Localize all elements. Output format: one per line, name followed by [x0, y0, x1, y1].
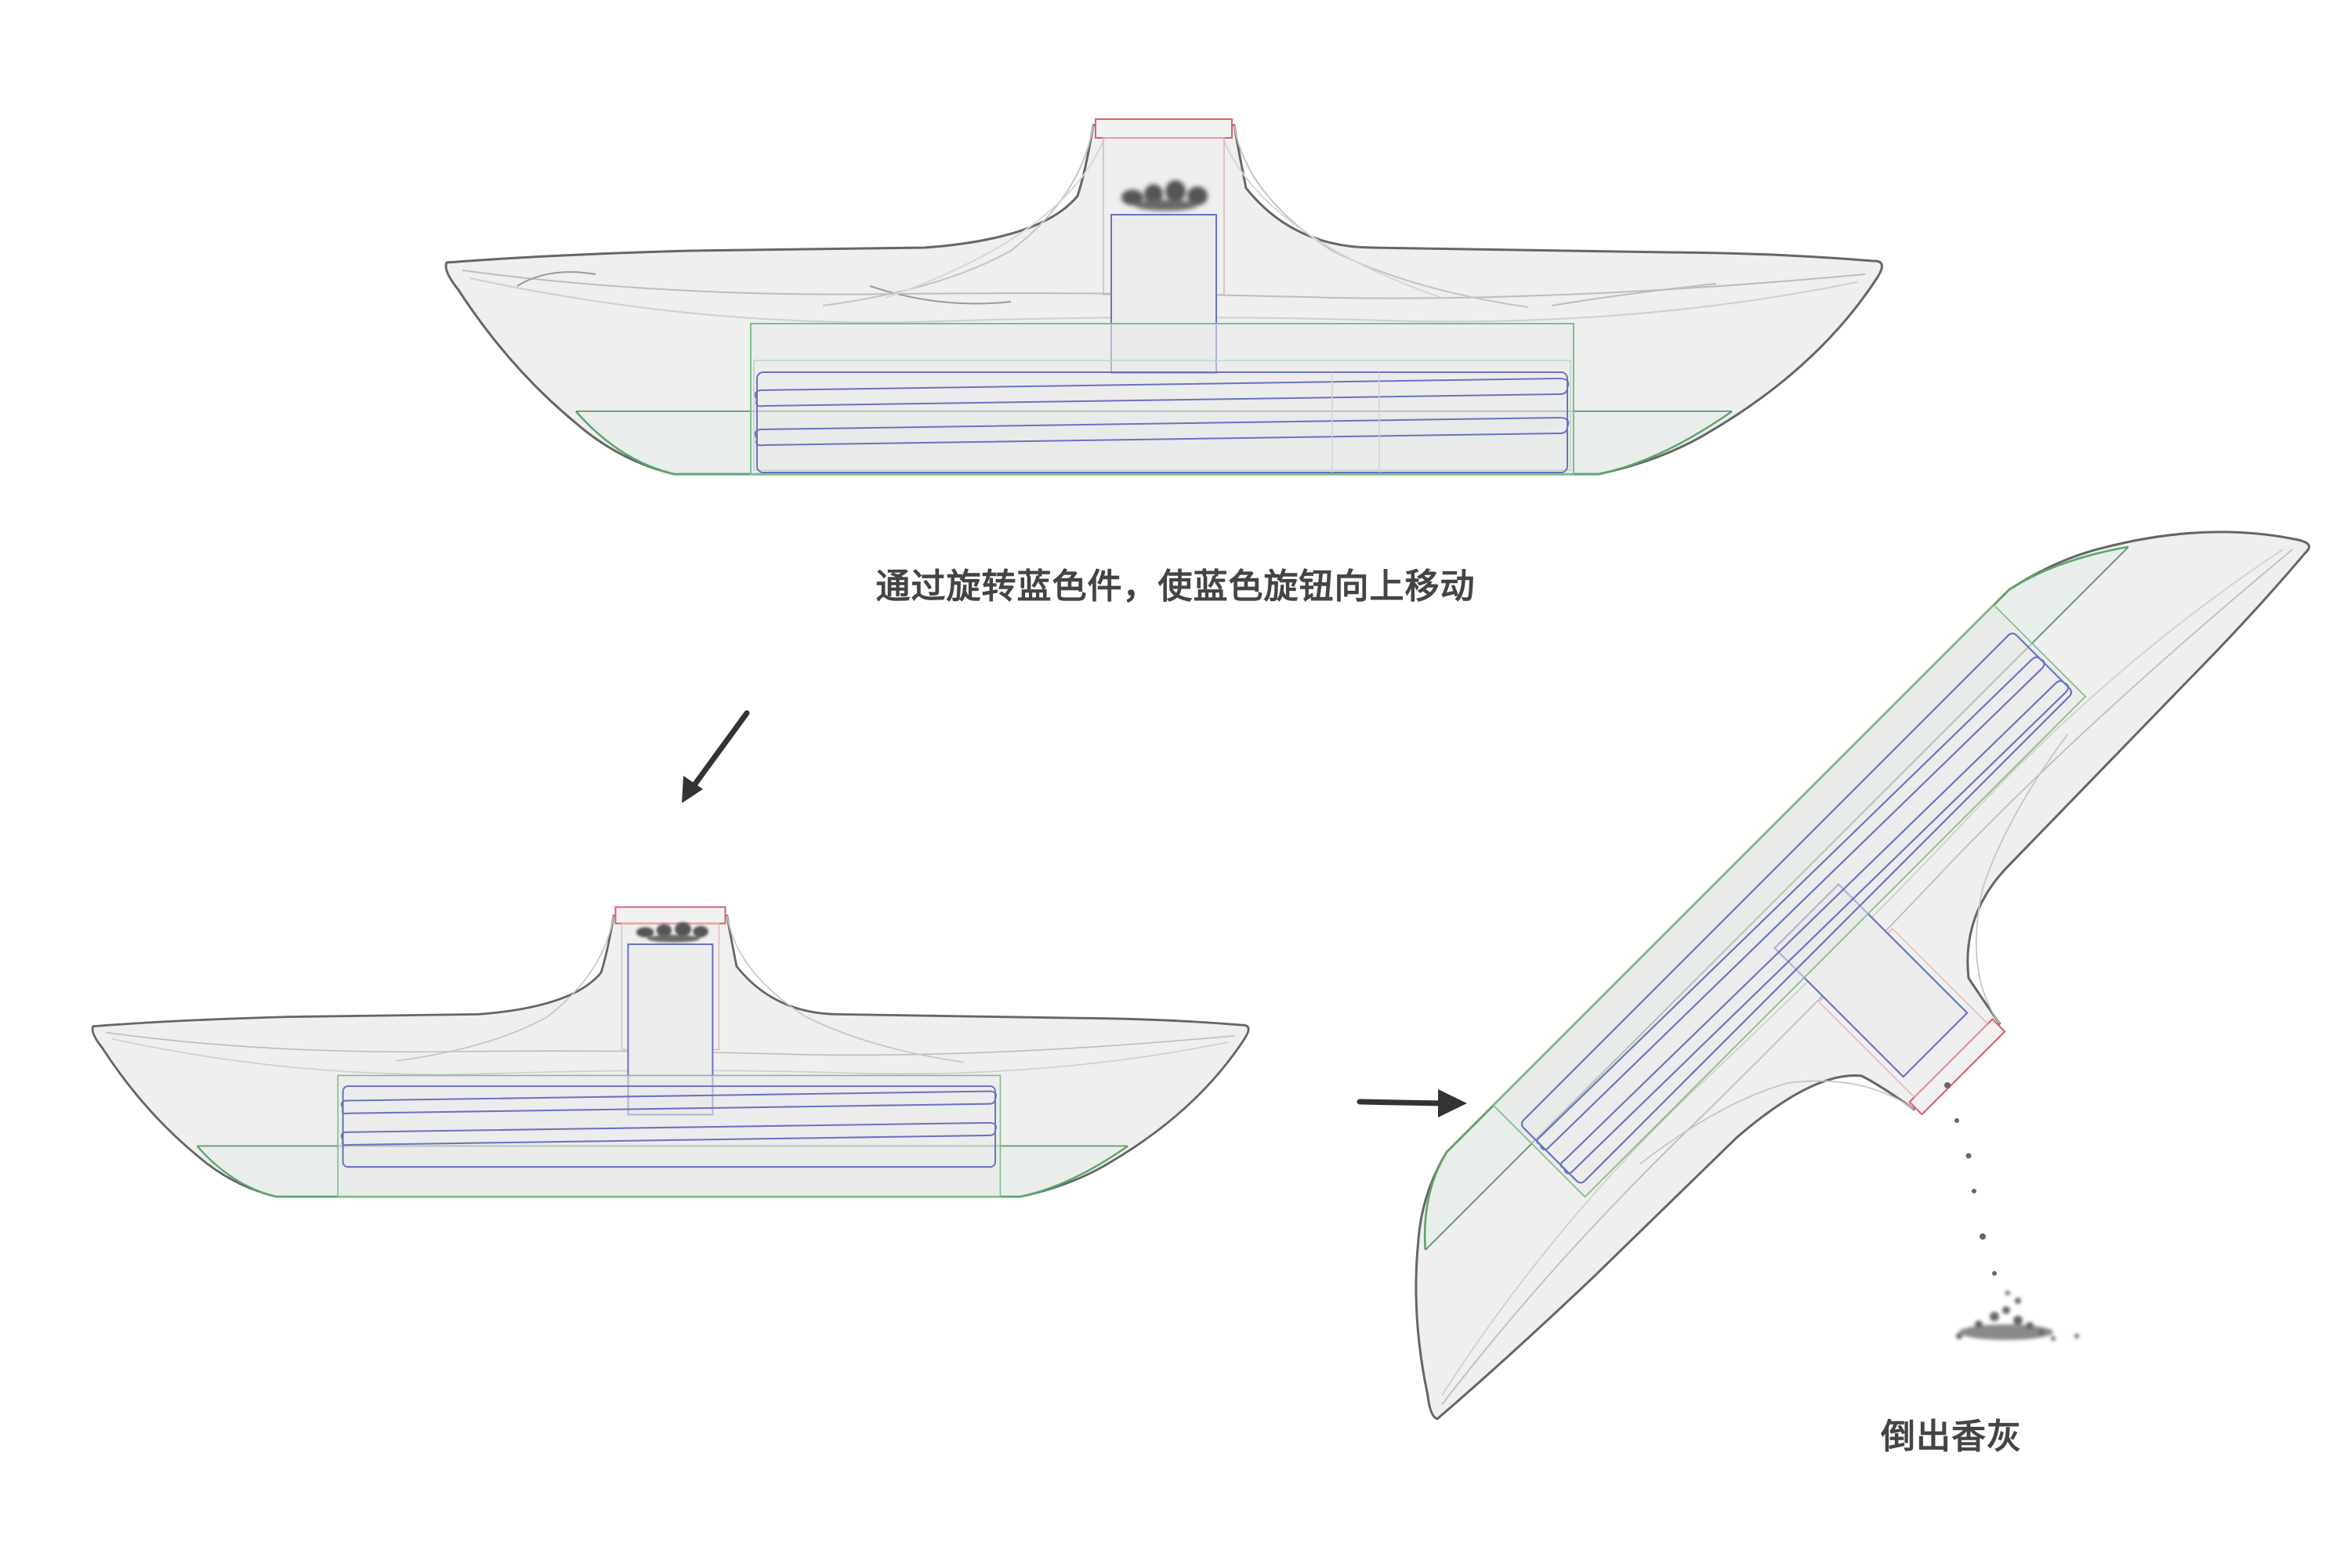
figure-knob-raised-state [91, 906, 1250, 1198]
figure-initial-state [446, 119, 1882, 474]
figure-tilted-pouring-state [1415, 531, 2310, 1421]
caption-pour-ash: 倒出香灰 [1881, 1417, 2022, 1457]
caption-rotate-knob: 通过旋转蓝色件，使蓝色旋钮向上移动 [875, 567, 1476, 607]
arrow-right-icon [1357, 1089, 1467, 1117]
arrow-down-left-icon [682, 710, 750, 803]
ash-particles-icon [1944, 1082, 2079, 1341]
